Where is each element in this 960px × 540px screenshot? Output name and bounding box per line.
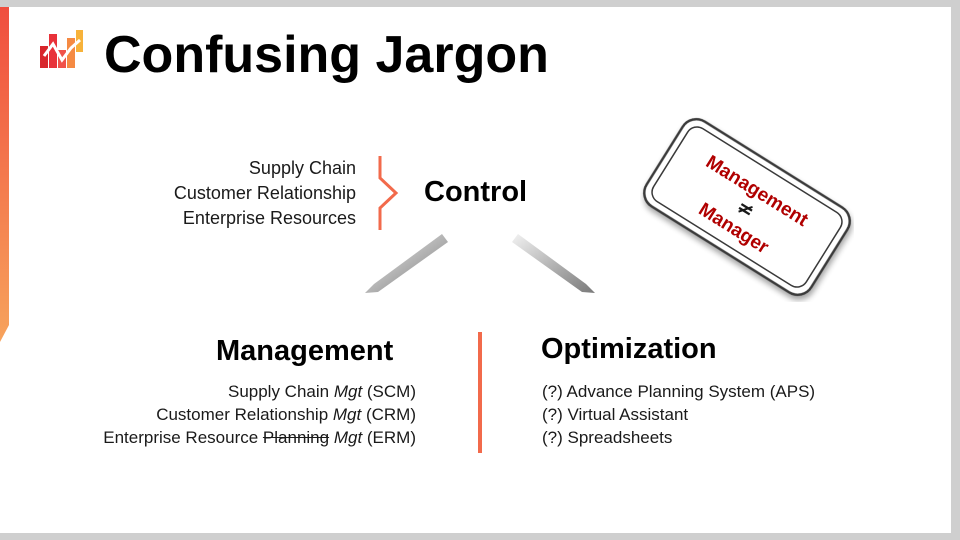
control-prefix-item: Enterprise Resources [182,208,356,228]
control-prefix-list: Supply Chain Customer Relationship Enter… [100,156,356,231]
optimization-heading: Optimization [541,333,717,365]
management-item: Customer Relationship Mgt (CRM) [156,405,416,424]
column-divider [478,332,482,453]
optimization-list: (?) Advance Planning System (APS) (?) Vi… [542,380,882,449]
struck-word: Planning [262,428,330,447]
control-prefix-item: Supply Chain [248,158,356,178]
split-arrows-icon [365,234,595,293]
management-not-manager-stamp: Management ≠ Manager [643,117,851,297]
optimization-item: (?) Virtual Assistant [542,405,689,424]
control-prefix-item: Customer Relationship [173,183,356,203]
optimization-item: (?) Spreadsheets [542,428,673,447]
brace-icon [378,156,399,230]
slide-frame-bottom [0,533,960,540]
management-heading: Management [216,335,394,367]
slide-frame-top [0,0,960,7]
slide-title: Confusing Jargon [104,26,549,84]
management-item: Enterprise Resource Planning Mgt (ERM) [103,428,416,447]
management-item: Supply Chain Mgt (SCM) [227,382,416,401]
management-list: Supply Chain Mgt (SCM) Customer Relation… [60,380,416,449]
control-label: Control [424,176,528,208]
slide-frame-right [951,0,960,540]
optimization-item: (?) Advance Planning System (APS) [542,382,816,401]
bar-chart-logo-icon [40,30,83,68]
accent-strip [0,7,9,342]
